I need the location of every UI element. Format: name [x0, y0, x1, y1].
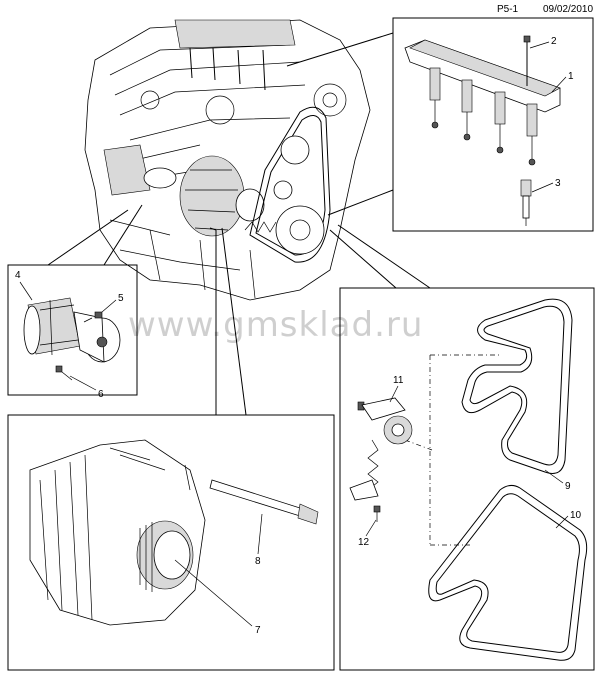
callout-12: 12: [358, 537, 370, 548]
callout-4: 4: [15, 270, 21, 281]
callout-3: 3: [555, 178, 561, 189]
callout-5: 5: [118, 293, 124, 304]
leader-starter-left: [47, 209, 129, 266]
leader-7: [174, 559, 253, 627]
watermark: www.gmsklad.ru: [128, 305, 423, 345]
leader-2: [529, 41, 550, 49]
callout-10: 10: [570, 510, 582, 521]
leader-ignition-upper: [286, 32, 394, 67]
leader-10: [555, 515, 569, 529]
leader-generator-right: [221, 227, 247, 416]
callout-11: 11: [393, 375, 404, 386]
starter-bolt-lower-icon: [55, 365, 73, 381]
leader-starter-right: [103, 204, 143, 266]
leader-5: [101, 299, 117, 313]
ignition-coil-icon: [404, 39, 561, 166]
starter-bolt-upper-icon: [83, 311, 103, 323]
drive-belt-icon: [461, 298, 573, 474]
leader-1: [551, 76, 567, 93]
tensioner-bolt-icon: [373, 505, 381, 522]
alignment-line-tensioner: [404, 439, 433, 451]
leader-9: [544, 469, 564, 484]
leader-generator-left: [8, 227, 217, 416]
coil-bolt-icon: [523, 35, 531, 86]
leader-11: [389, 385, 399, 403]
engine-illustration-icon: [84, 19, 371, 301]
leader-belt-right: [337, 224, 431, 289]
leader-12: [365, 519, 377, 537]
page-date: 09/02/2010: [543, 4, 594, 15]
page-code: P5-1: [497, 4, 519, 15]
callout-9: 9: [565, 481, 571, 492]
callout-1: 1: [568, 71, 574, 82]
ignition-parts-frame: [392, 17, 594, 232]
generator-icon: [29, 439, 206, 626]
drive-belt-large-icon: [428, 484, 588, 661]
callout-2: 2: [551, 36, 557, 47]
starter-parts-frame: [7, 264, 138, 396]
belt-tensioner-icon: [349, 397, 413, 501]
generator-bolt-icon: [209, 479, 319, 525]
callout-7: 7: [255, 625, 261, 636]
leader-6: [69, 375, 97, 391]
belt-parts-frame: [339, 287, 595, 671]
leader-3: [531, 182, 554, 193]
leader-8: [257, 513, 263, 555]
leader-ignition-lower: [327, 189, 394, 216]
starter-motor-icon: [23, 297, 121, 363]
leader-belt-left: [329, 229, 397, 289]
callout-6: 6: [98, 389, 104, 400]
callout-8: 8: [255, 556, 261, 567]
spark-plug-icon: [520, 179, 532, 226]
leader-4: [19, 281, 33, 301]
